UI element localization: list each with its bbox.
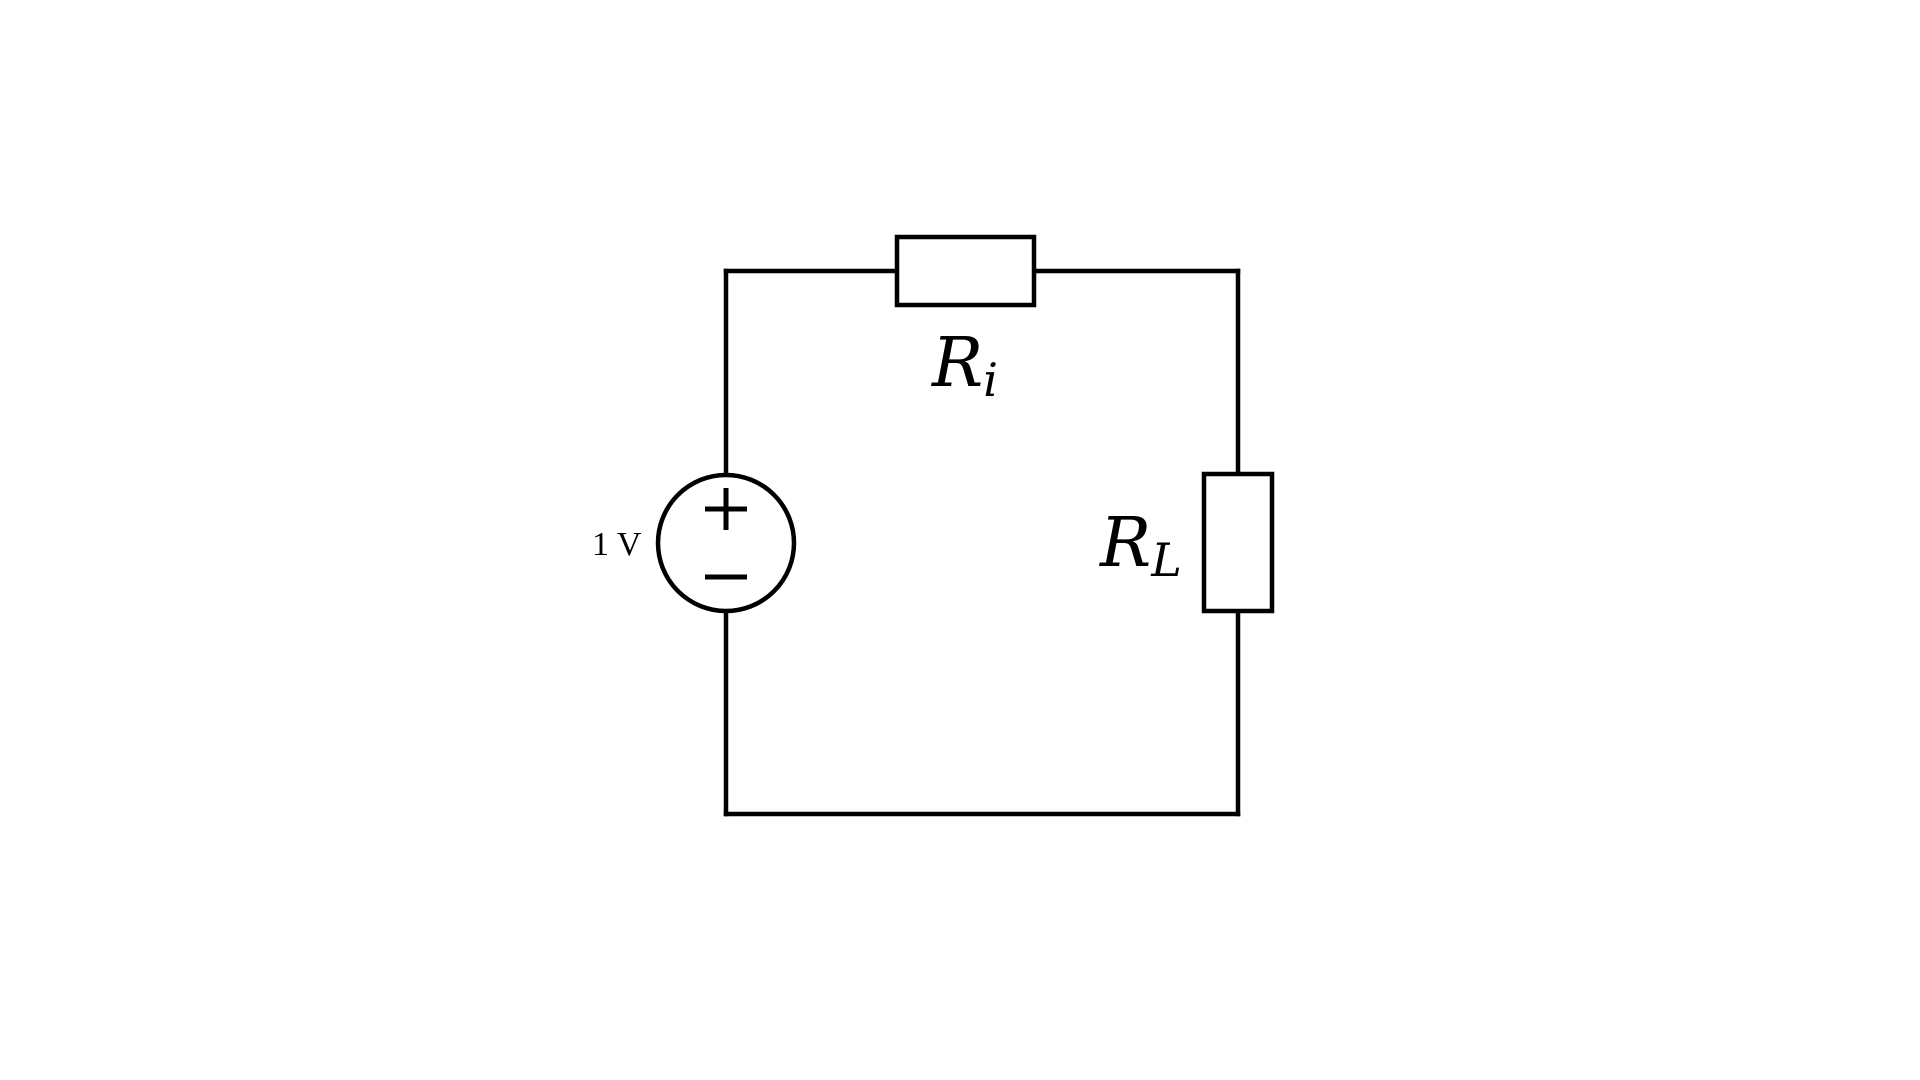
internal-resistor: Ri xyxy=(894,234,1037,407)
voltage-source: 1 V xyxy=(592,472,797,614)
internal-resistor-body xyxy=(894,234,1037,308)
load-resistor-symbol: R xyxy=(1098,504,1151,583)
internal-resistor-symbol: R xyxy=(930,324,983,403)
load-resistor: RL xyxy=(1098,471,1275,614)
load-resistor-subscript: L xyxy=(1150,533,1182,587)
wires xyxy=(723,268,1241,817)
load-resistor-label: RL xyxy=(1098,504,1182,587)
load-resistor-body xyxy=(1201,471,1275,614)
voltage-source-body xyxy=(655,472,797,614)
internal-resistor-subscript: i xyxy=(983,353,998,407)
internal-resistor-label: Ri xyxy=(930,324,998,407)
plus-sign-icon xyxy=(705,488,747,530)
voltage-source-value-label: 1 V xyxy=(592,526,642,563)
